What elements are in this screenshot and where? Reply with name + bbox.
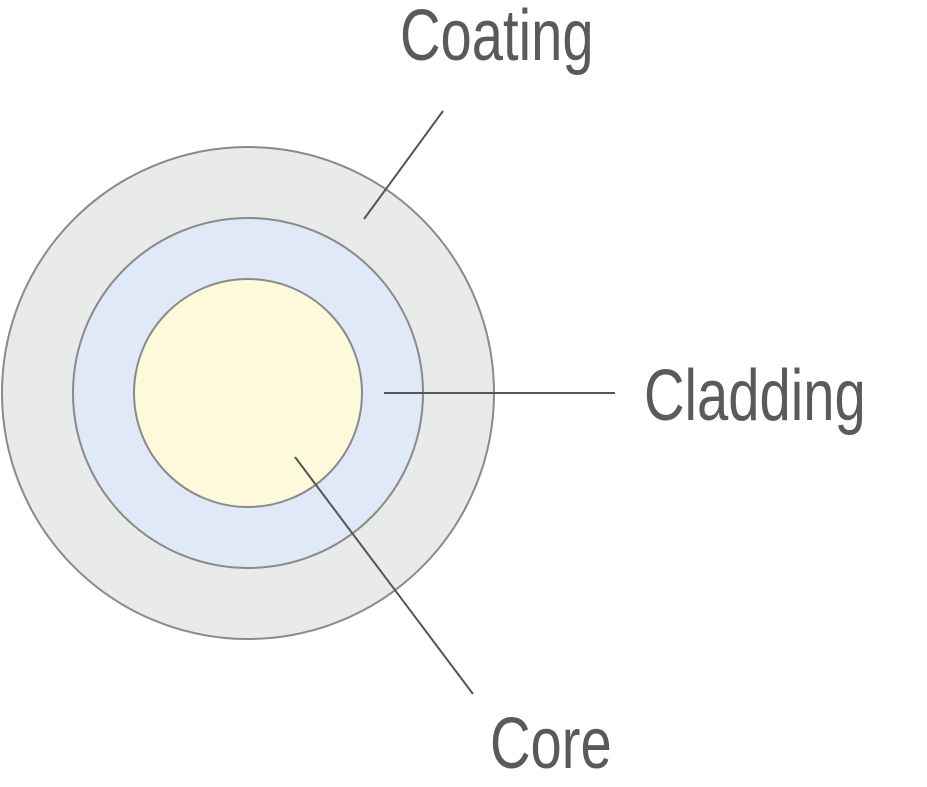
core-label: Core [490,704,612,784]
cladding-label: Cladding [644,356,866,436]
core-leader-line [294,456,474,695]
coating-leader-line [363,110,444,220]
coating-label: Coating [400,0,594,76]
core-layer [133,278,363,508]
